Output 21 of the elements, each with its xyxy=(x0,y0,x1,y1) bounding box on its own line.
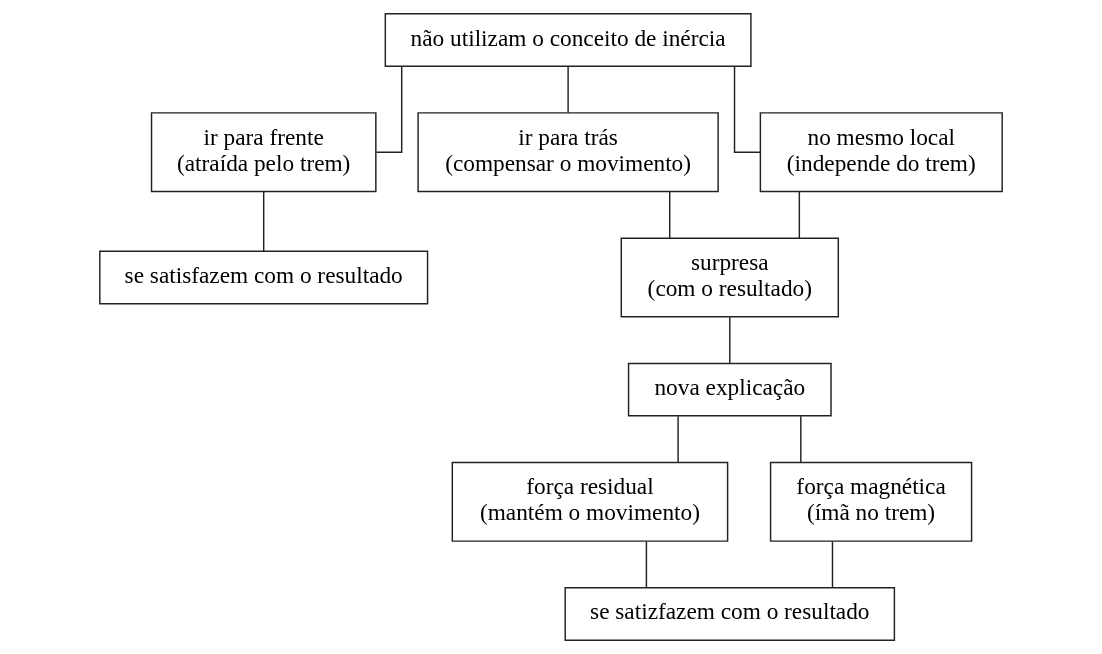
connector xyxy=(831,540,834,588)
node-box: se satisfazem com o resultado xyxy=(99,250,429,305)
connector xyxy=(677,415,679,463)
connector xyxy=(800,415,802,463)
connector xyxy=(729,316,731,364)
connector xyxy=(567,65,569,114)
node-box: no mesmo local (independe do trem) xyxy=(759,112,1003,193)
node-box: ir para frente (atraída pelo trem) xyxy=(150,112,377,193)
connector xyxy=(262,191,265,252)
node-box: força residual (mantém o movimento) xyxy=(451,461,729,542)
node-box: se satizfazem com o resultado xyxy=(564,587,896,641)
node-box: surpresa (com o resultado) xyxy=(620,237,840,318)
connector xyxy=(798,191,801,239)
node-box: não utilizam o conceito de inércia xyxy=(384,13,752,67)
connector xyxy=(375,65,403,153)
node-box: nova explicação xyxy=(627,362,832,417)
connector xyxy=(669,191,671,239)
connector xyxy=(733,65,761,153)
node-box: força magnética (ímã no trem) xyxy=(769,461,973,542)
node-box: ir para trás (compensar o movimento) xyxy=(417,112,719,193)
connector xyxy=(645,540,648,588)
